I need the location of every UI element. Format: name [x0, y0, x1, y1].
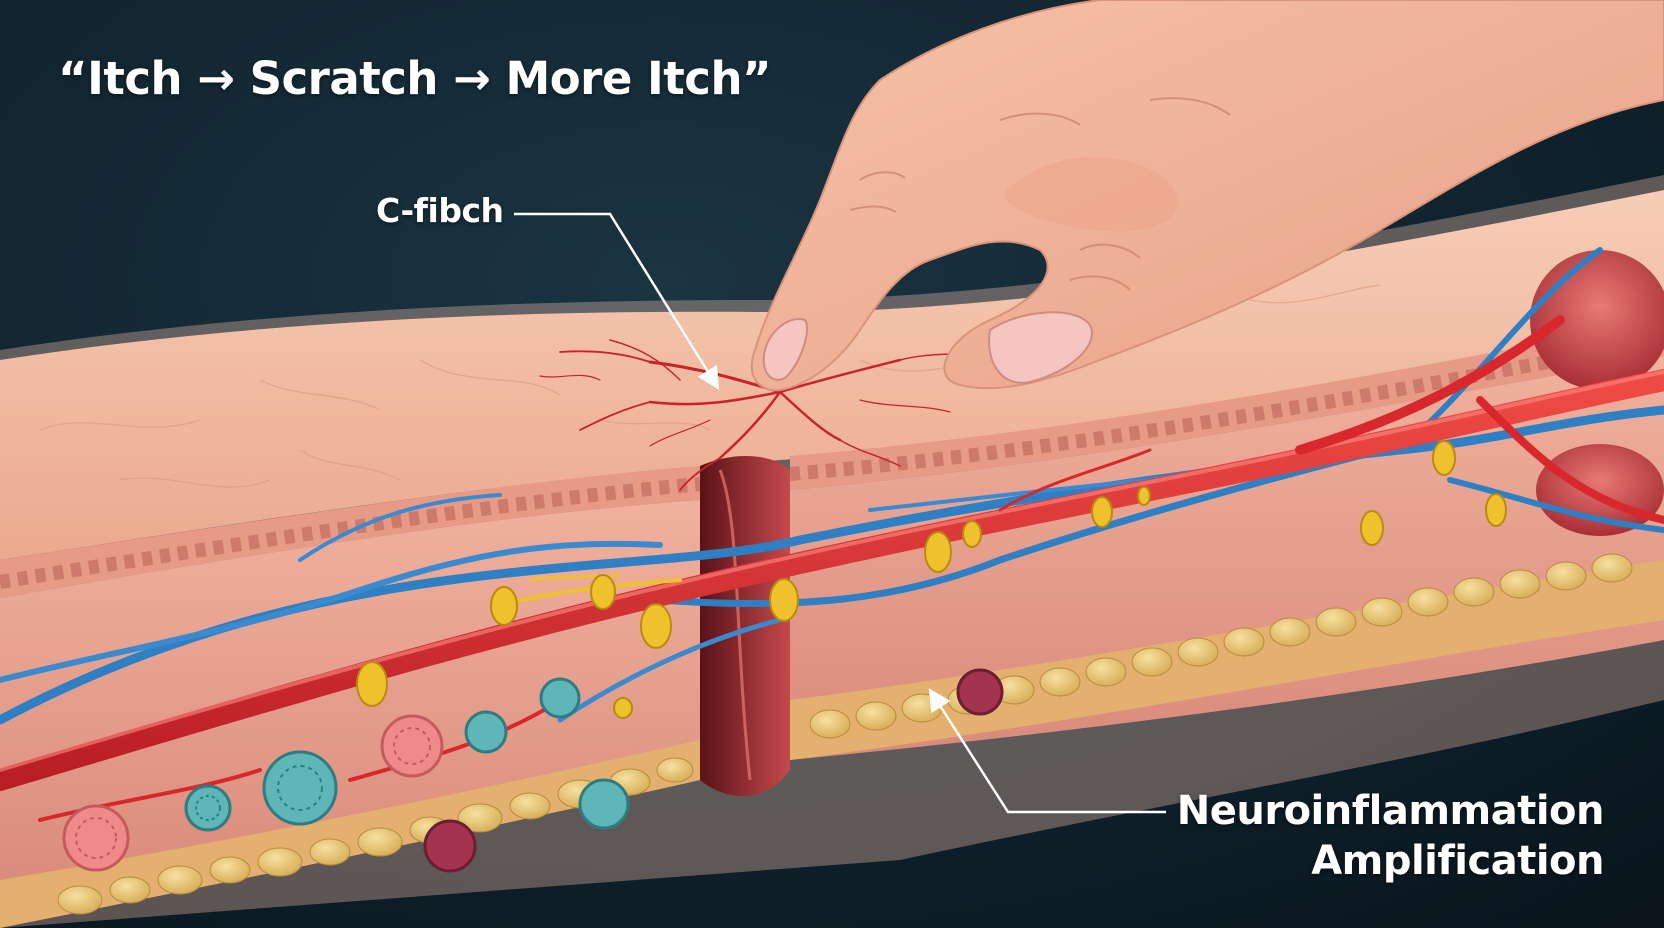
artery [0, 369, 1664, 791]
arrow-to-tissue [928, 688, 1166, 814]
annotation-lines [514, 212, 1166, 814]
immune-cells [62, 668, 1004, 873]
hand-illustration [750, 0, 1664, 392]
neuroinflammation-label: Neuroinflammation Amplification [1176, 786, 1605, 886]
c-fiber-label: C-fibch [376, 191, 504, 230]
page-title: “Itch → Scratch → More Itch” [58, 52, 772, 105]
skin-incision [700, 455, 790, 797]
neuroinflammation-label-line2: Amplification [1311, 838, 1604, 884]
muscle-bundle [1530, 250, 1664, 390]
arrow-to-nerve [514, 212, 720, 390]
nerve-nodes [356, 440, 1507, 719]
neuroinflammation-label-line1: Neuroinflammation [1176, 788, 1605, 834]
